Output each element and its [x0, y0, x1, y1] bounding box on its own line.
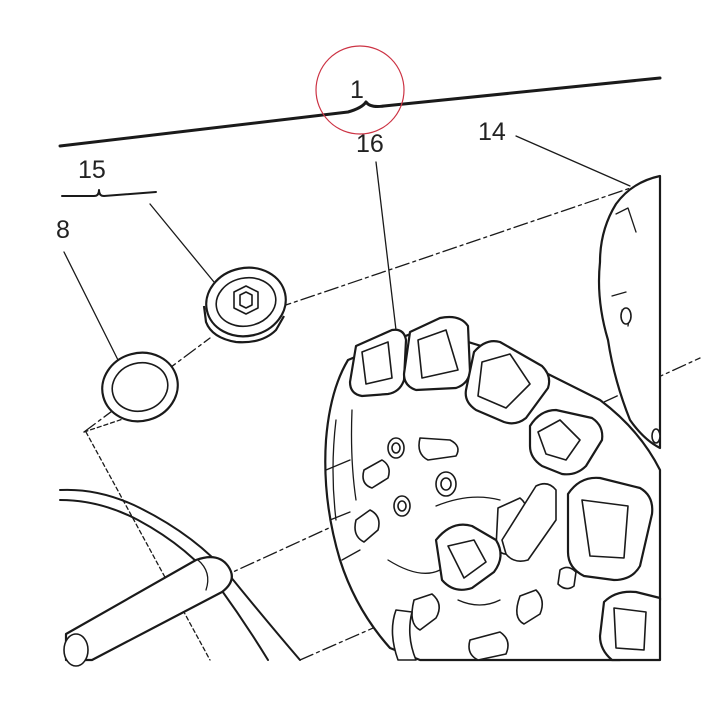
- bolt-part: [202, 266, 287, 344]
- leader-15: [149, 203, 215, 283]
- leader-16: [375, 161, 397, 331]
- callout-14: 14: [478, 118, 506, 146]
- leader-8: [63, 251, 119, 361]
- shaft-housing: [59, 488, 301, 667]
- tooth-disc-part: [324, 315, 662, 662]
- washer-part: [101, 351, 179, 423]
- leader-14: [515, 135, 631, 187]
- projection-line-left: [85, 431, 211, 661]
- bracket-15: [61, 189, 157, 197]
- assembly-highlight-circle: [315, 45, 405, 135]
- cover-part: [597, 174, 662, 450]
- callout-15: 15: [78, 156, 106, 184]
- callout-1: 1: [350, 76, 364, 104]
- callout-16: 16: [356, 130, 384, 158]
- callout-8: 8: [56, 216, 70, 244]
- assembly-bar-line: [58, 76, 662, 148]
